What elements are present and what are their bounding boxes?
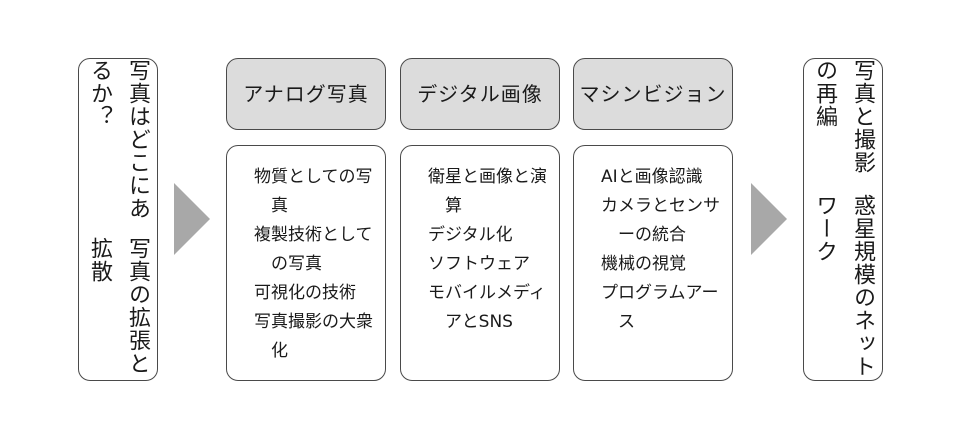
list-item: デジタル化	[428, 225, 513, 245]
list-item: プログラムアース	[601, 283, 719, 332]
list-item: 写真撮影の大衆化	[254, 312, 373, 361]
column-content-analog: 物質としての写真 複製技術としての写真 可視化の技術 写真撮影の大衆化	[226, 145, 386, 381]
list-item: 衛星と画像と演算	[428, 167, 547, 216]
arrow-right-icon	[174, 183, 210, 255]
list-item: 物質としての写真	[254, 167, 373, 216]
column-header-label: マシンビジョン	[579, 82, 727, 106]
column-header-label: アナログ写真	[243, 82, 369, 106]
column-header-label: デジタル画像	[417, 82, 543, 106]
conclusion-title: 写真と撮影の再編	[812, 59, 875, 174]
intro-box: 写真はどこにあるか？ 写真の拡張と拡散	[78, 58, 158, 381]
list-item: ソフトウェア	[428, 254, 530, 274]
arrow-right-icon	[751, 183, 787, 255]
list-item: 複製技術としての写真	[254, 225, 373, 274]
list-item: 機械の視覚	[601, 254, 686, 274]
list-item: モバイルメディアとSNS	[428, 283, 546, 332]
column-content-digital: 衛星と画像と演算 デジタル化 ソフトウェア モバイルメディアとSNS	[400, 145, 560, 381]
list-item: 可視化の技術	[254, 283, 356, 303]
intro-question: 写真はどこにあるか？	[87, 59, 150, 220]
conclusion-subtitle: 惑星規模のネットワーク	[812, 194, 875, 379]
column-content-machine-vision: AIと画像認識 カメラとセンサーの統合 機械の視覚 プログラムアース	[573, 145, 733, 381]
conclusion-box: 写真と撮影の再編 惑星規模のネットワーク	[803, 58, 883, 381]
column-header-machine-vision: マシンビジョン	[573, 58, 733, 130]
intro-subtitle: 写真の拡張と拡散	[87, 237, 150, 376]
list-item: AIと画像認識	[601, 167, 703, 187]
column-header-digital: デジタル画像	[400, 58, 560, 130]
column-header-analog: アナログ写真	[226, 58, 386, 130]
list-item: カメラとセンサーの統合	[601, 196, 720, 245]
